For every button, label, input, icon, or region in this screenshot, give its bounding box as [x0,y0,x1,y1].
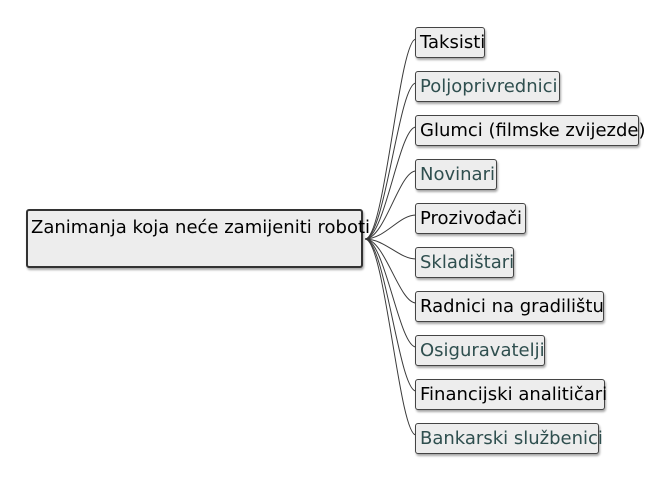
connector-line [364,238,418,319]
root-topic-node[interactable]: Zanimanja koja neće zamijeniti roboti [26,209,370,268]
connector-line [364,238,418,363]
connector-line [364,82,418,240]
connector-line [364,238,418,275]
connector-line [364,238,418,451]
subtopic-node[interactable]: Skladištari [415,247,514,278]
subtopic-node[interactable]: Novinari [415,159,497,190]
connector-line [364,38,418,240]
subtopic-node[interactable]: Poljoprivrednici [415,71,560,102]
subtopic-node[interactable]: Taksisti [415,27,485,58]
subtopic-node[interactable]: Prozivođači [415,203,526,234]
subtopic-node[interactable]: Osiguravatelji [415,335,545,366]
subtopic-node[interactable]: Radnici na gradilištu [415,291,604,322]
connector-line [364,126,418,240]
subtopic-node[interactable]: Bankarski službenici [415,423,603,454]
connector-line [364,238,418,407]
connector-line [364,170,418,240]
connector-line [364,214,418,240]
subtopic-node[interactable]: Glumci (filmske zvijezde) [415,115,646,146]
subtopic-node[interactable]: Financijski analitičari [415,379,607,410]
